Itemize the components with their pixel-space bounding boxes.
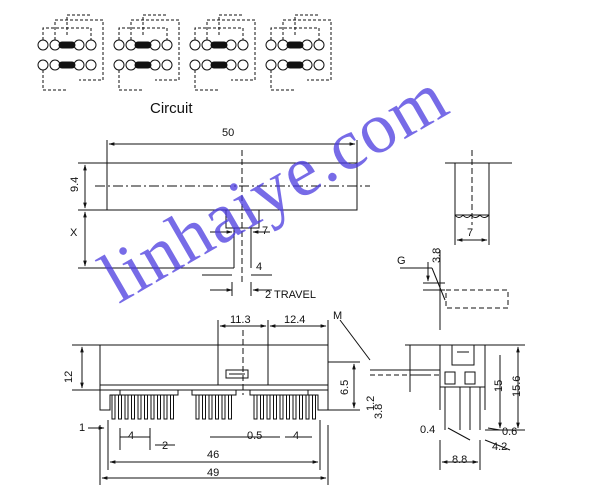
pin xyxy=(163,394,168,420)
dim-6.5-label: 6.5 xyxy=(339,379,351,395)
pin xyxy=(273,394,277,420)
front-view xyxy=(72,319,371,485)
pin xyxy=(228,394,232,420)
circuit-contact xyxy=(161,39,173,51)
circuit-contact xyxy=(313,59,325,71)
pin xyxy=(305,394,310,420)
circuit-slider xyxy=(134,41,152,49)
pin xyxy=(292,394,297,420)
dim-9.4-label: 9.4 xyxy=(69,176,81,192)
dim-1-label: 1 xyxy=(79,422,86,434)
circuit-contact xyxy=(237,39,249,51)
circuit-switch xyxy=(189,14,256,91)
circuit-contact xyxy=(37,59,49,71)
pin xyxy=(144,394,148,420)
pin xyxy=(286,394,290,420)
dim-12-label: 12 xyxy=(63,370,75,383)
front-body xyxy=(99,344,329,391)
circuit-slider xyxy=(286,41,304,49)
circuit-contact xyxy=(37,39,49,51)
circuit-contact xyxy=(265,39,277,51)
circuit-contact xyxy=(189,39,201,51)
detail-g xyxy=(400,250,509,330)
pin xyxy=(266,394,271,420)
pin xyxy=(215,394,219,420)
pin xyxy=(137,394,142,420)
pin xyxy=(221,394,226,420)
circuit-diagram xyxy=(37,14,332,91)
dim-0.4-label: 0.4 xyxy=(420,424,436,436)
pin xyxy=(253,394,258,420)
pin xyxy=(131,394,135,420)
dim-15.6-label: 15.6 xyxy=(511,375,523,397)
travel-label: 2 TRAVEL xyxy=(265,289,316,301)
dim-4a-label: 4 xyxy=(128,430,135,442)
dim-50-label: 50 xyxy=(222,127,235,139)
circuit-contact xyxy=(113,39,125,51)
top-view xyxy=(78,140,370,296)
dim-3.8-label: 3.8 xyxy=(373,403,385,419)
m-label: M xyxy=(333,310,343,322)
circuit-slider xyxy=(134,61,152,69)
pin xyxy=(195,394,200,420)
pin xyxy=(111,394,116,420)
pin xyxy=(279,394,284,420)
circuit-contact xyxy=(237,59,249,71)
circuit-title: Circuit xyxy=(150,100,193,117)
circuit-slider xyxy=(286,61,304,69)
g-3.8-label: 3.8 xyxy=(431,247,443,263)
circuit-switch xyxy=(113,14,180,91)
dim-8.8-label: 8.8 xyxy=(452,454,468,466)
dim-46-label: 46 xyxy=(207,449,220,461)
dim-0.6-label: 0.6 xyxy=(502,426,518,438)
dim-0.5-label: 0.5 xyxy=(247,430,263,442)
pin xyxy=(170,394,174,420)
pin-row xyxy=(111,390,316,420)
dim-4b-label: 4 xyxy=(293,430,300,442)
circuit-slider xyxy=(58,61,76,69)
circuit-slider xyxy=(210,61,228,69)
circuit-contact xyxy=(189,59,201,71)
dim-4-label: 4 xyxy=(256,261,263,273)
circuit-switch xyxy=(37,14,104,91)
circuit-slider xyxy=(58,41,76,49)
pin xyxy=(124,394,129,420)
side-view xyxy=(445,150,512,245)
pin xyxy=(299,394,303,420)
circuit-contact xyxy=(265,59,277,71)
front-actuator xyxy=(225,369,249,379)
pin xyxy=(260,394,264,420)
side-knob-7-label: 7 xyxy=(467,227,474,239)
g-label: G xyxy=(397,255,406,267)
dim-2-label: 2 xyxy=(162,440,169,452)
pin xyxy=(118,394,122,420)
circuit-contact xyxy=(161,59,173,71)
dim-11.3-label: 11.3 xyxy=(230,314,251,326)
circuit-contact xyxy=(313,39,325,51)
dim-x-label: X xyxy=(70,227,78,239)
dim-12.4-label: 12.4 xyxy=(284,314,306,326)
dim-knob-7-label: 7 xyxy=(262,225,269,237)
pin xyxy=(312,394,316,420)
end-view xyxy=(370,344,525,470)
dim-4.2-label: 4.2 xyxy=(492,441,508,453)
pin xyxy=(157,394,161,420)
circuit-contact xyxy=(113,59,125,71)
pin xyxy=(150,394,155,420)
circuit-slider xyxy=(210,41,228,49)
dim-15-label: 15 xyxy=(493,379,505,392)
circuit-switch xyxy=(265,14,332,91)
pin xyxy=(202,394,206,420)
dim-49-label: 49 xyxy=(207,467,220,479)
circuit-contact xyxy=(85,39,97,51)
pin xyxy=(208,394,213,420)
circuit-contact xyxy=(85,59,97,71)
